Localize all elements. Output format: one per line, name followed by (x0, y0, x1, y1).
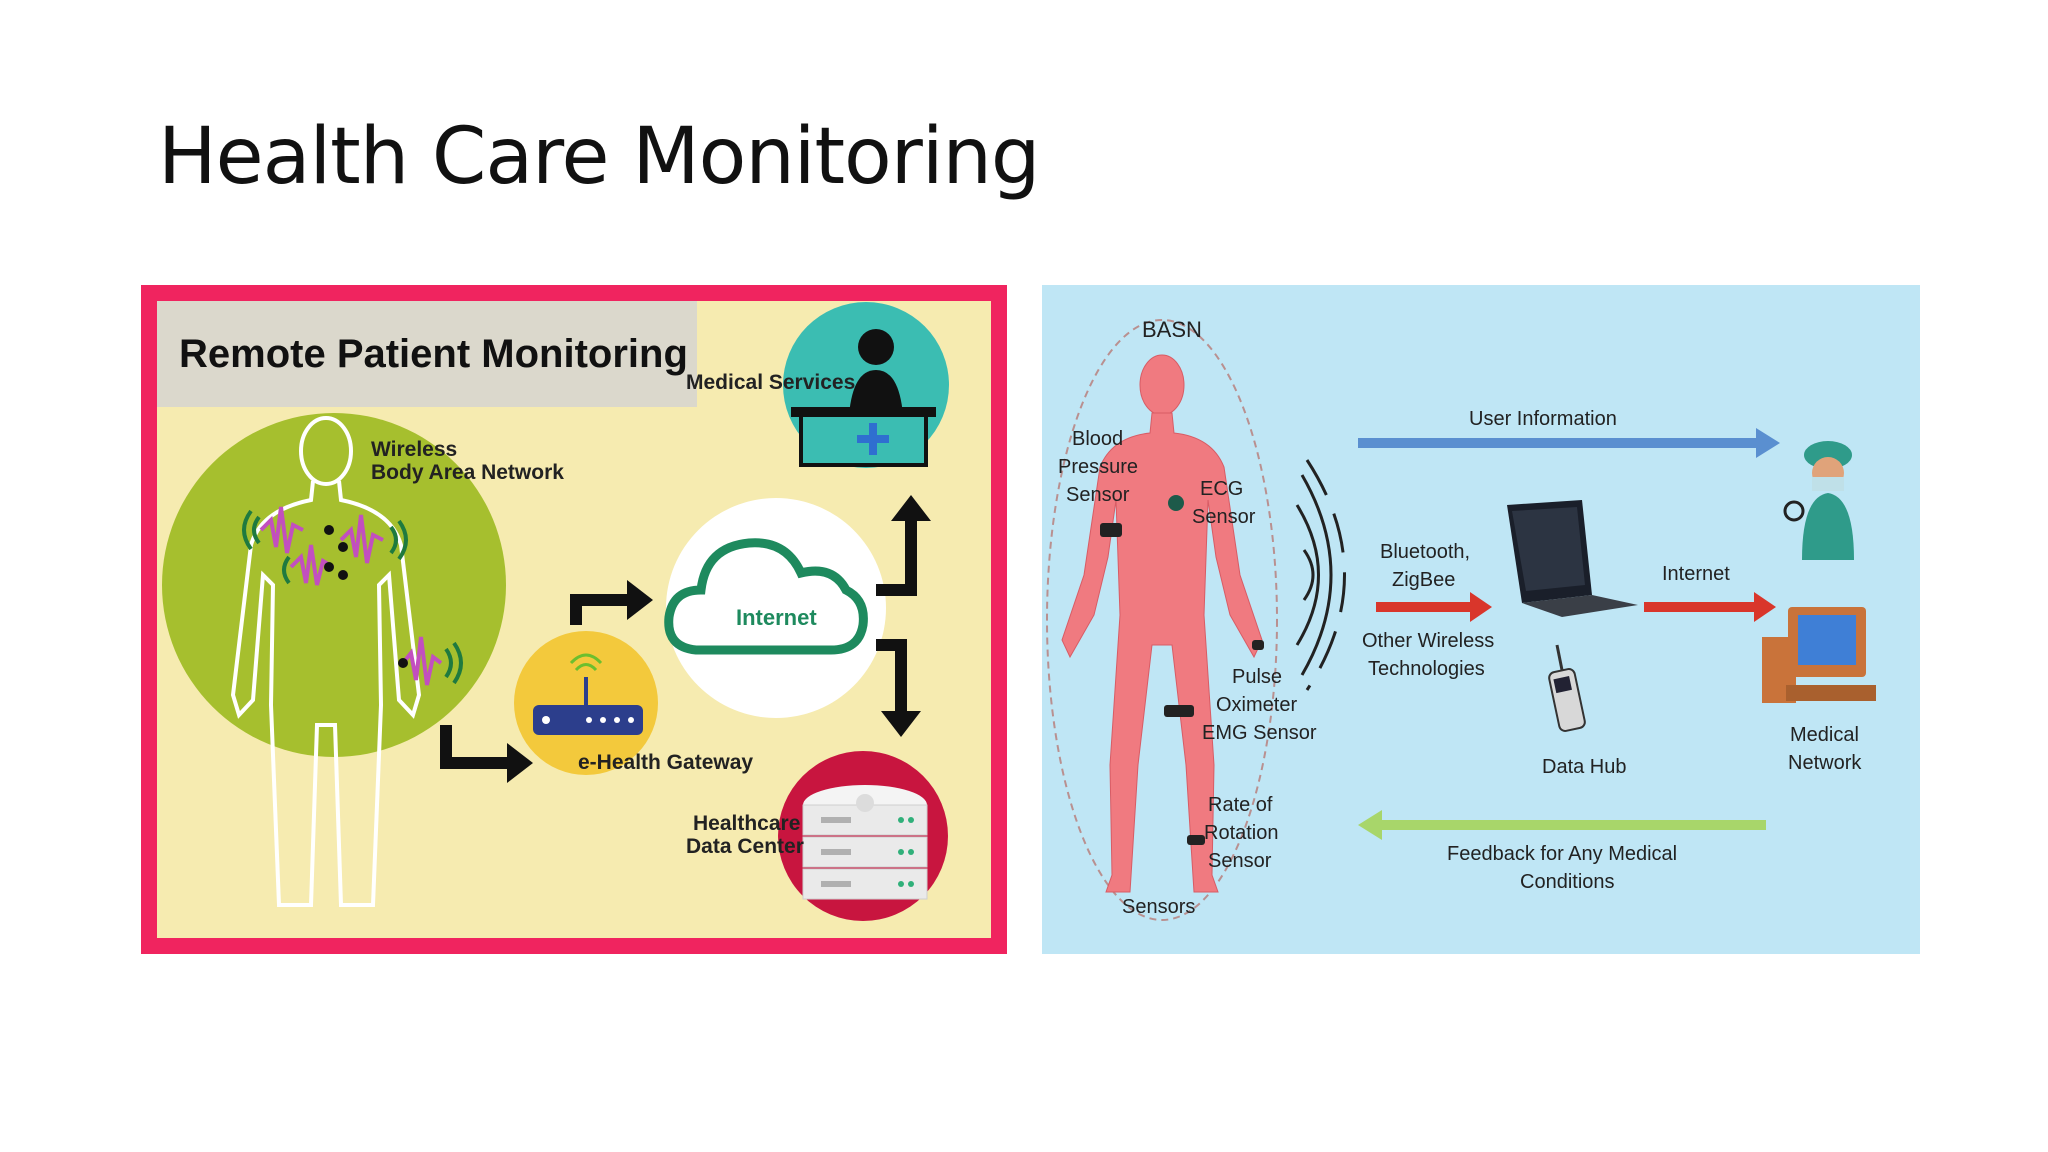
internet-arrow (1644, 602, 1756, 612)
sensors-label: Sensors (1122, 896, 1195, 918)
datacenter-label-line2: Data Center (686, 835, 804, 858)
medical-services-label: Medical Services (686, 371, 855, 394)
doctor-icon (1783, 441, 1854, 560)
ecg-label-line1: ECG (1200, 478, 1243, 500)
medical-network-label-line2: Network (1788, 752, 1862, 774)
doctor-head-icon (858, 329, 894, 365)
arrow-to-datacenter (876, 639, 907, 715)
feedback-arrow-head (1358, 810, 1382, 840)
wifi-icon (569, 653, 603, 672)
laptop-icon (1507, 500, 1638, 617)
desk-top (791, 407, 936, 417)
arrow-gateway-to-internet (570, 594, 631, 625)
data-hub-label: Data Hub (1542, 756, 1627, 778)
medical-network-label-line1: Medical (1790, 724, 1859, 746)
human-body-figure (1061, 354, 1263, 893)
arrow-head-medical (891, 495, 931, 521)
arrow-to-medical (876, 515, 917, 596)
pulse-label-line1: Pulse (1232, 666, 1282, 688)
user-information-arrow-head (1756, 428, 1780, 458)
router-lights (542, 716, 634, 724)
basn-figure: BASN Blood Pressure Sensor ECG Sensor Pu… (1042, 285, 1920, 954)
sensor-bands (1100, 495, 1264, 845)
arrow-body-to-gateway (440, 725, 511, 769)
arrow-head-gateway (507, 743, 533, 783)
other-wireless-label-line2: Technologies (1368, 658, 1485, 680)
figure-title: Remote Patient Monitoring (179, 332, 688, 376)
user-information-label: User Information (1469, 408, 1617, 430)
bluetooth-arrow (1376, 602, 1472, 612)
pulse-label-line3: EMG Sensor (1202, 722, 1317, 744)
cloud-icon (664, 538, 868, 655)
data-hub-icon (1548, 644, 1586, 732)
feedback-label-line1: Feedback for Any Medical (1447, 843, 1677, 865)
other-wireless-label-line1: Other Wireless (1362, 630, 1494, 652)
sensor-signals (242, 506, 463, 686)
blood-label-line2: Pressure (1058, 456, 1138, 478)
datacenter-label-line1: Healthcare (693, 812, 800, 835)
wban-circle (162, 413, 506, 757)
arrow-head-internet (627, 580, 653, 620)
slide-title: Health Care Monitoring (158, 112, 1040, 202)
feedback-arrow (1380, 820, 1766, 830)
sensor-dots (324, 525, 408, 668)
wireless-waves-icon (1295, 459, 1346, 691)
doctor-body-icon (849, 370, 903, 415)
rotation-label-line2: Rotation (1204, 822, 1279, 844)
wban-label-line1: Wireless (371, 438, 457, 461)
internet-label: Internet (736, 605, 817, 630)
rotation-label-line3: Sensor (1208, 850, 1272, 872)
rotation-label-line1: Rate of (1208, 794, 1273, 816)
basn-label: BASN (1142, 317, 1202, 342)
gateway-label: e-Health Gateway (578, 751, 753, 774)
internet-arrow-head (1754, 592, 1776, 622)
computer-icon (1762, 607, 1876, 703)
title-banner (157, 301, 697, 407)
pulse-label-line2: Oximeter (1216, 694, 1297, 716)
bluetooth-arrow-head (1470, 592, 1492, 622)
blood-label-line1: Blood (1072, 428, 1123, 450)
internet-label: Internet (1662, 563, 1730, 585)
user-information-arrow (1358, 438, 1758, 448)
remote-patient-monitoring-figure: Remote Patient Monitoring Wireless Body … (141, 285, 1007, 954)
body-outline (230, 416, 422, 907)
ecg-label-line2: Sensor (1192, 506, 1256, 528)
basn-dashed-boundary (1046, 319, 1278, 921)
arrow-head-datacenter (881, 711, 921, 737)
feedback-label-line2: Conditions (1520, 871, 1615, 893)
bluetooth-label-line1: Bluetooth, (1380, 541, 1470, 563)
server-stack-icon (802, 785, 928, 900)
bluetooth-label-line2: ZigBee (1392, 569, 1455, 591)
medical-cross-icon (857, 423, 889, 455)
wban-label-line2: Body Area Network (371, 461, 564, 484)
blood-label-line3: Sensor (1066, 484, 1130, 506)
